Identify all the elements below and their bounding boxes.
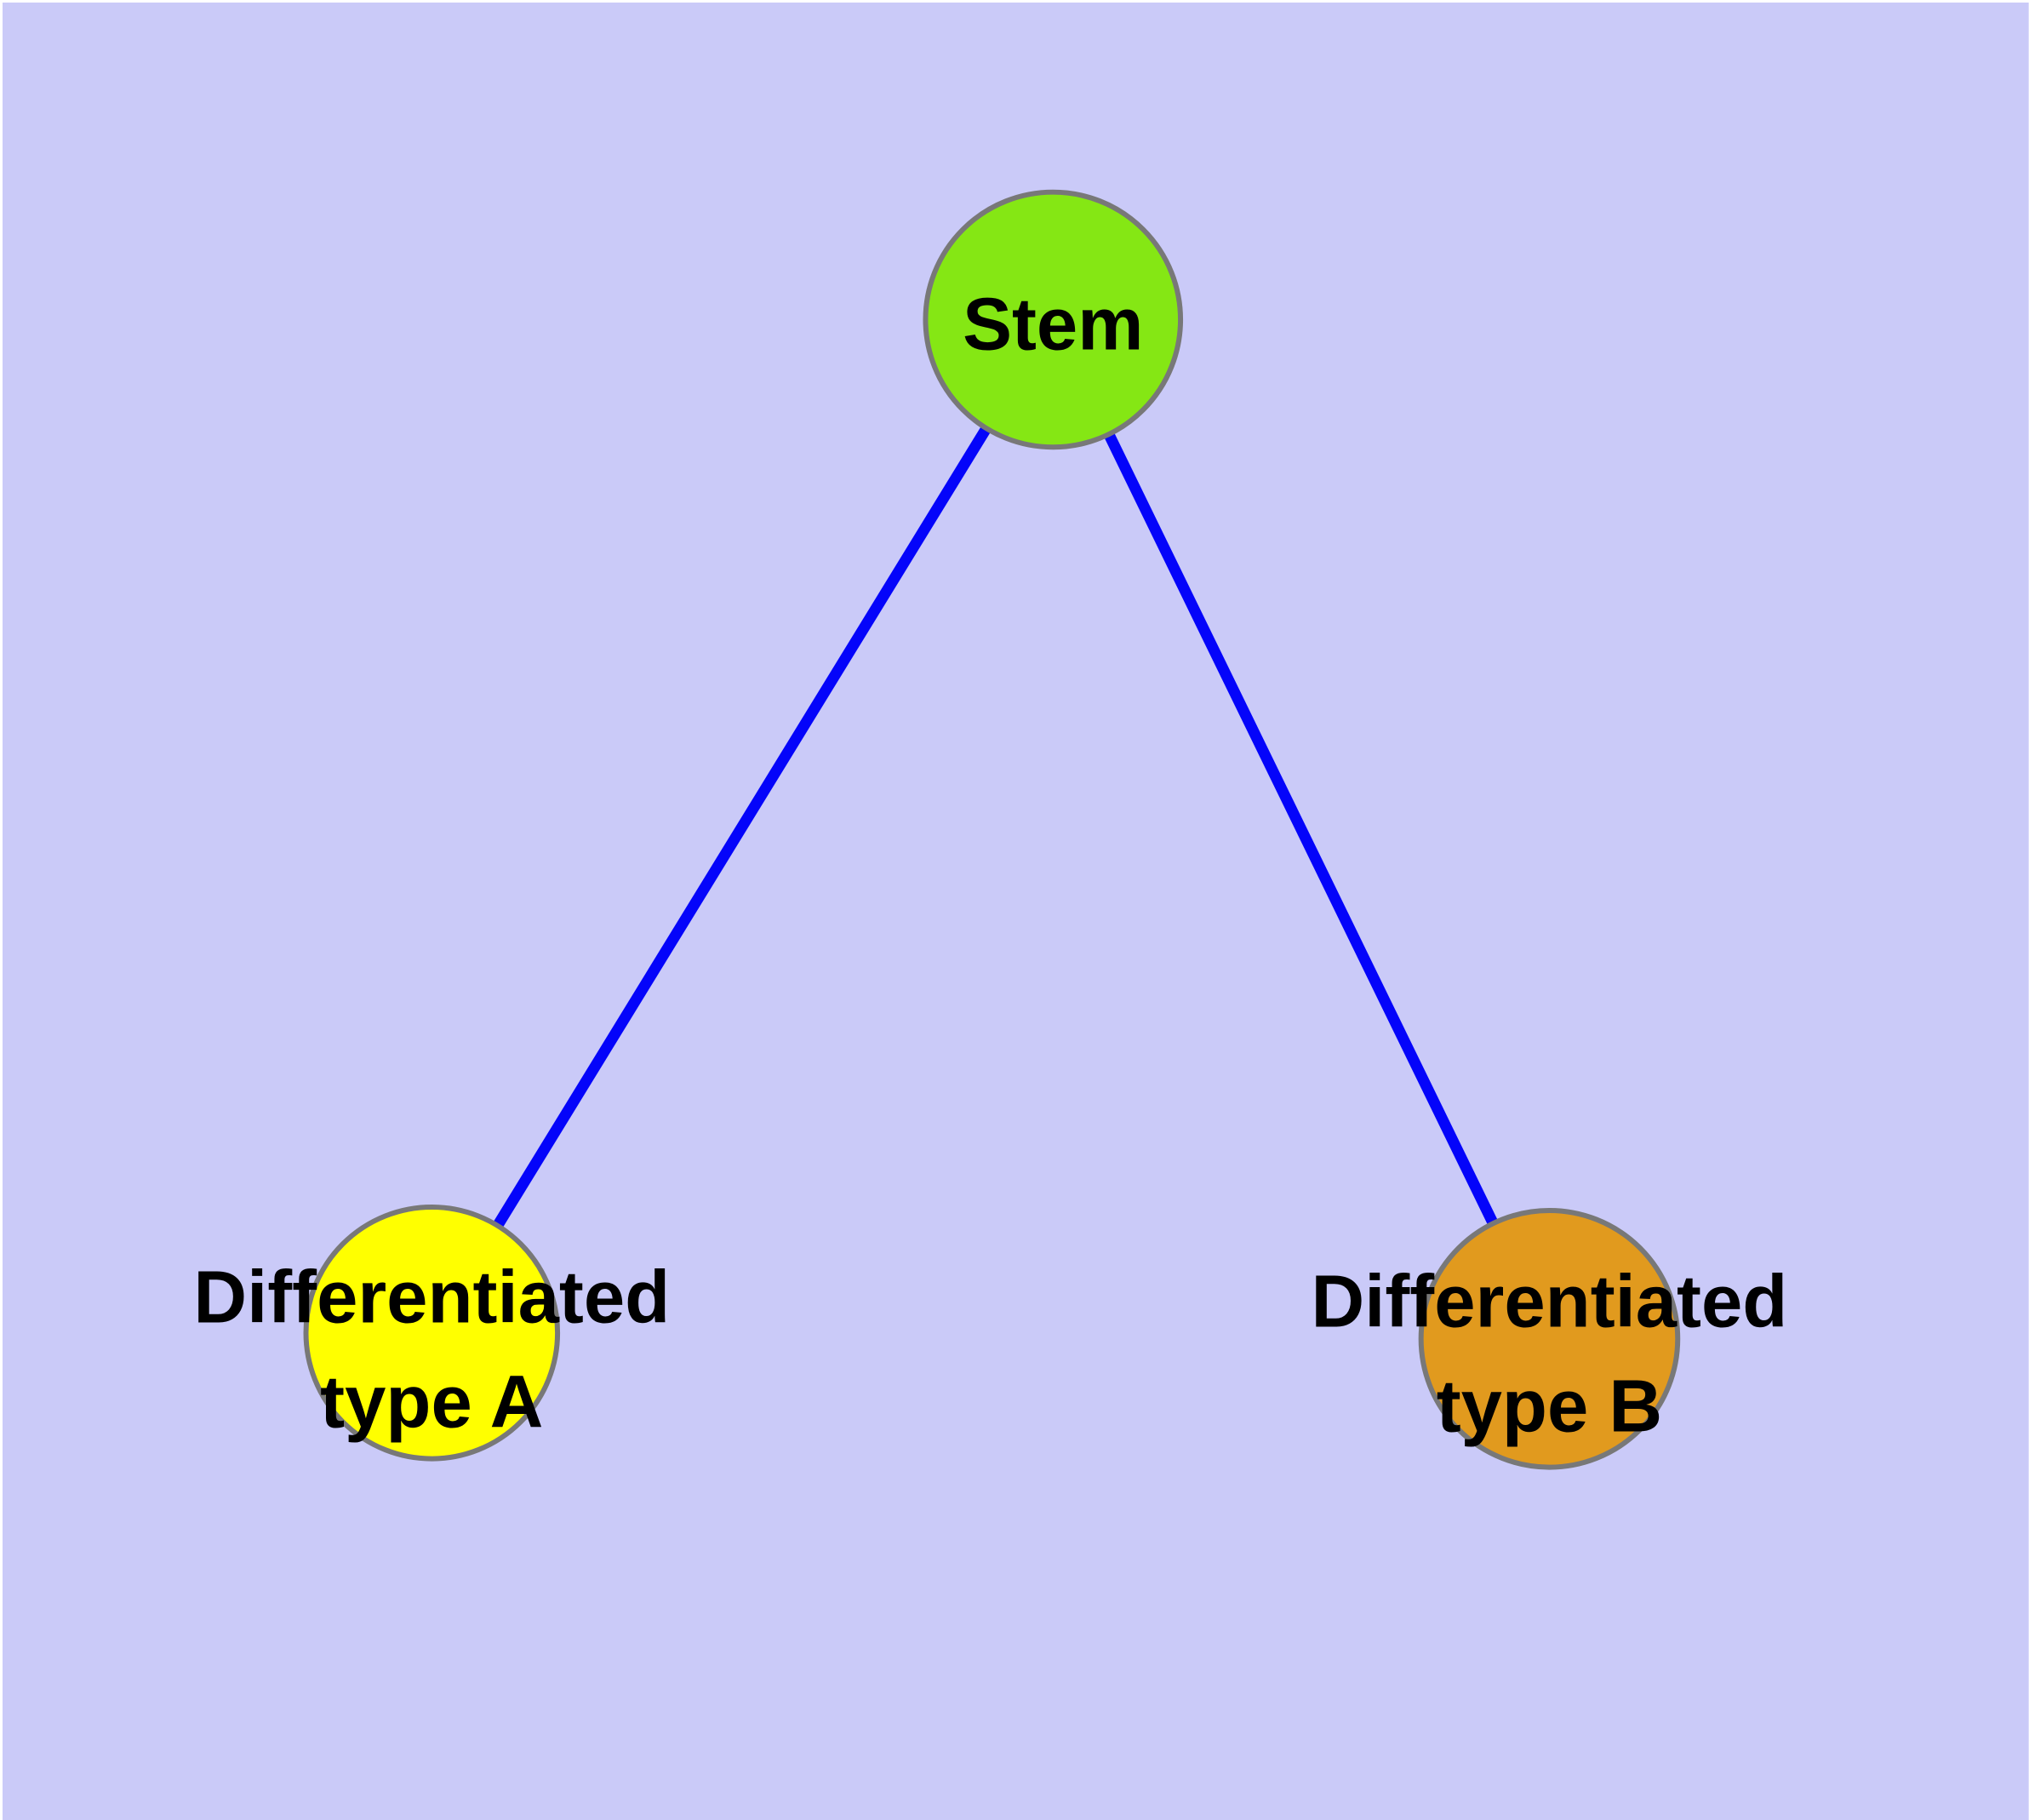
node-stem xyxy=(923,189,1184,450)
node-label-stem: Stem xyxy=(963,283,1143,366)
node-differentiated-type-a xyxy=(303,1205,561,1462)
node-label-differentiated-type-b: Differentiated type B xyxy=(1312,1261,1788,1448)
node-label-line: Stem xyxy=(963,283,1143,366)
node-label-line: Differentiated xyxy=(193,1256,670,1339)
edge-stem-to-differentiated-type-b xyxy=(1048,317,1555,1342)
node-label-line: Differentiated xyxy=(1312,1261,1788,1343)
edge-stem-to-differentiated-type-a xyxy=(426,317,1058,1336)
node-label-line: type B xyxy=(1437,1365,1662,1447)
node-label-line: type A xyxy=(320,1360,543,1443)
node-label-differentiated-type-a: Differentiated type A xyxy=(193,1256,670,1444)
node-differentiated-type-b xyxy=(1418,1208,1681,1470)
